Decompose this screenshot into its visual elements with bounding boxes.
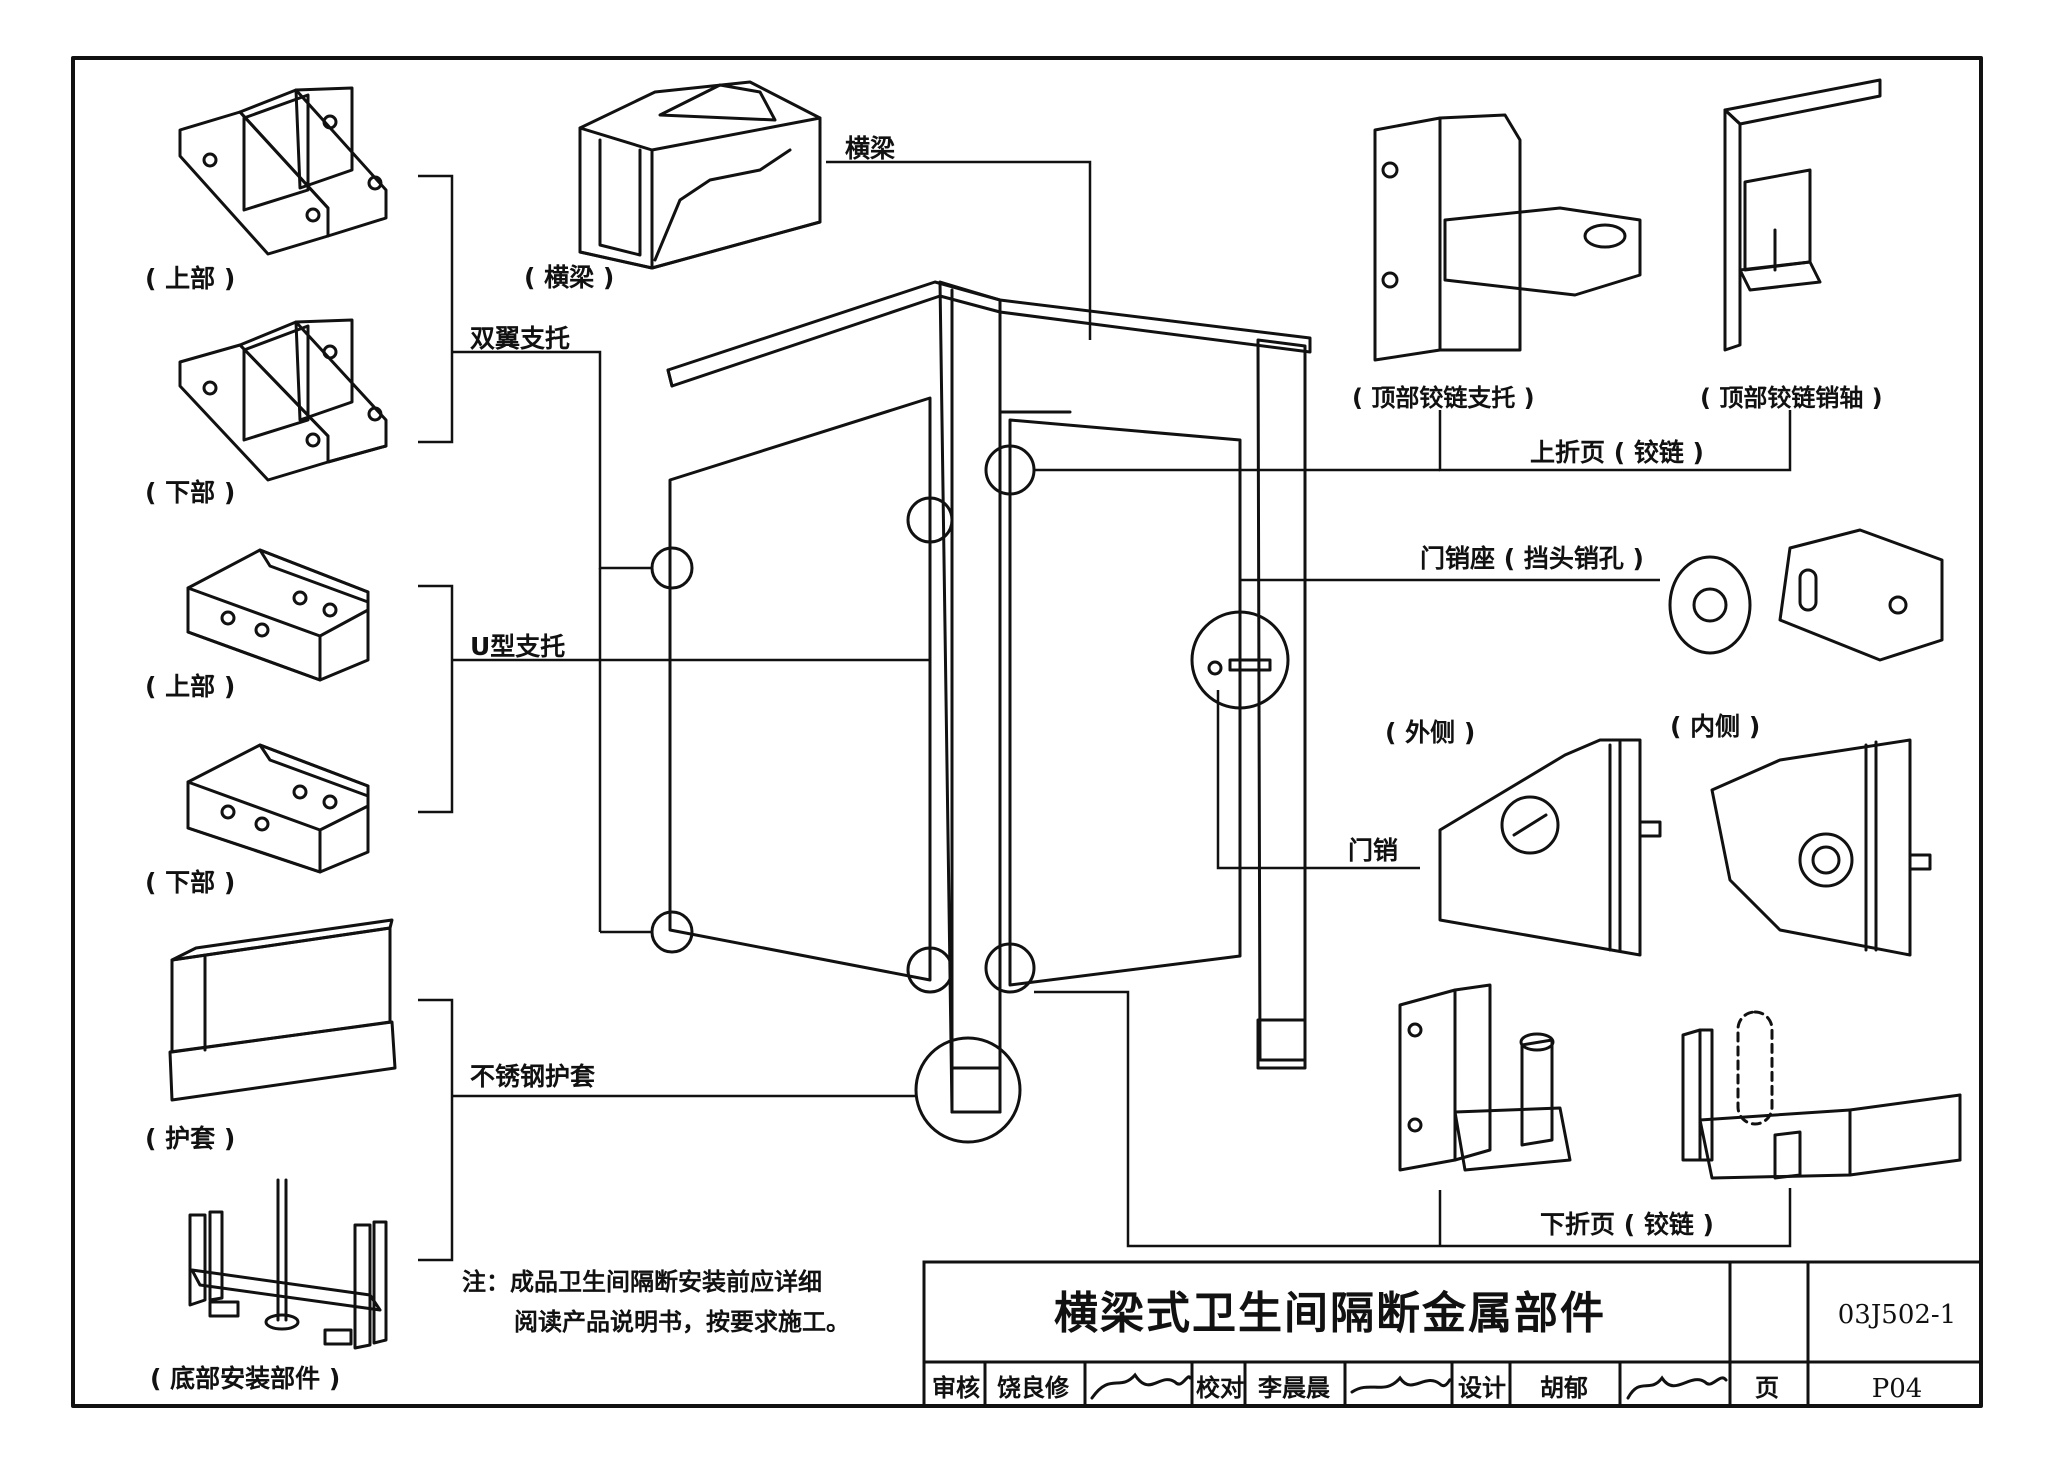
leader-double-wing (418, 174, 454, 444)
label-lower-hinge: 下折页 ( 铰链 ) (1540, 1210, 1714, 1239)
label-upper-hinge: 上折页 ( 铰链 ) (1530, 438, 1704, 467)
label-crossbeam-part: ( 横梁 ) (524, 263, 615, 292)
u-bracket-upper-drawing (186, 548, 370, 682)
leader-crossbeam (826, 160, 1092, 340)
label-sleeve-part: ( 护套 ) (145, 1124, 236, 1153)
lower-hinge-left-drawing (1398, 983, 1572, 1172)
note-line-2: 阅读产品说明书，按要求施工。 (514, 1308, 850, 1336)
double-wing-bracket-upper-drawing (178, 86, 388, 256)
stainless-sleeve-drawing (168, 918, 397, 1102)
label-upper-2: ( 上部 ) (145, 672, 236, 701)
checker-signature (1350, 1375, 1452, 1394)
leader-sleeve (418, 998, 454, 1262)
title-block (922, 1260, 1983, 1408)
review-label: 审核 (932, 1373, 980, 1402)
label-top-hinge-bracket: ( 顶部铰链支托 ) (1352, 384, 1535, 412)
installation-note: 注：成品卫生间隔断安装前应详细 阅读产品说明书，按要求施工。 (462, 1262, 850, 1342)
outer-lock-drawing (1438, 738, 1662, 957)
label-top-hinge-pin: ( 顶部铰链销轴 ) (1700, 384, 1883, 412)
reviewer-name: 饶良修 (997, 1373, 1069, 1402)
label-base-part: ( 底部安装部件 ) (150, 1364, 341, 1393)
leader-door-latch (1216, 690, 1420, 870)
label-lower-2: ( 下部 ) (145, 868, 236, 897)
double-wing-bracket-lower-drawing (178, 318, 388, 482)
label-sleeve-group: 不锈钢护套 (470, 1062, 596, 1091)
u-bracket-lower-drawing (186, 743, 370, 874)
label-u-bracket: U型支托 (470, 632, 566, 661)
designer-name: 胡郁 (1540, 1373, 1588, 1402)
label-door-latch: 门销 (1348, 836, 1399, 865)
latch-seat-drawing (1668, 528, 1944, 662)
drawing-title: 横梁式卫生间隔断金属部件 (1054, 1288, 1606, 1339)
label-outer-side: ( 外侧 ) (1385, 718, 1476, 747)
base-mounting-drawing (188, 1178, 388, 1350)
label-double-wing-bracket: 双翼支托 (470, 324, 571, 353)
checker-name: 李晨晨 (1258, 1373, 1330, 1402)
cubicle-drawing (650, 280, 1312, 1144)
label-latch-seat: 门销座 ( 挡头销孔 ) (1420, 544, 1644, 573)
atlas-code: 03J502-1 (1837, 1300, 1957, 1330)
note-line-1: 注：成品卫生间隔断安装前应详细 (462, 1268, 822, 1296)
page-label: 页 (1755, 1373, 1779, 1402)
crossbeam-detail-drawing (578, 80, 822, 270)
page-number: P04 (1871, 1374, 1923, 1404)
label-inner-side: ( 内侧 ) (1670, 712, 1761, 741)
lower-hinge-right-drawing (1681, 1010, 1962, 1180)
label-crossbeam: 横梁 (845, 134, 896, 163)
leader-double-wing-to-panel (452, 350, 652, 570)
label-lower-1: ( 下部 ) (145, 478, 236, 507)
designer-signature (1626, 1375, 1728, 1400)
design-label: 设计 (1458, 1373, 1506, 1402)
leader-upper-hinge (1438, 410, 1792, 472)
leader-lower-hinge (1034, 990, 1792, 1248)
top-hinge-pin-drawing (1723, 78, 1882, 352)
check-label: 校对 (1196, 1373, 1244, 1402)
reviewer-signature (1090, 1372, 1192, 1400)
label-upper-1: ( 上部 ) (145, 264, 236, 293)
inner-lock-drawing (1710, 738, 1932, 957)
top-hinge-bracket-drawing (1373, 113, 1642, 362)
leader-u-bracket (418, 584, 454, 814)
